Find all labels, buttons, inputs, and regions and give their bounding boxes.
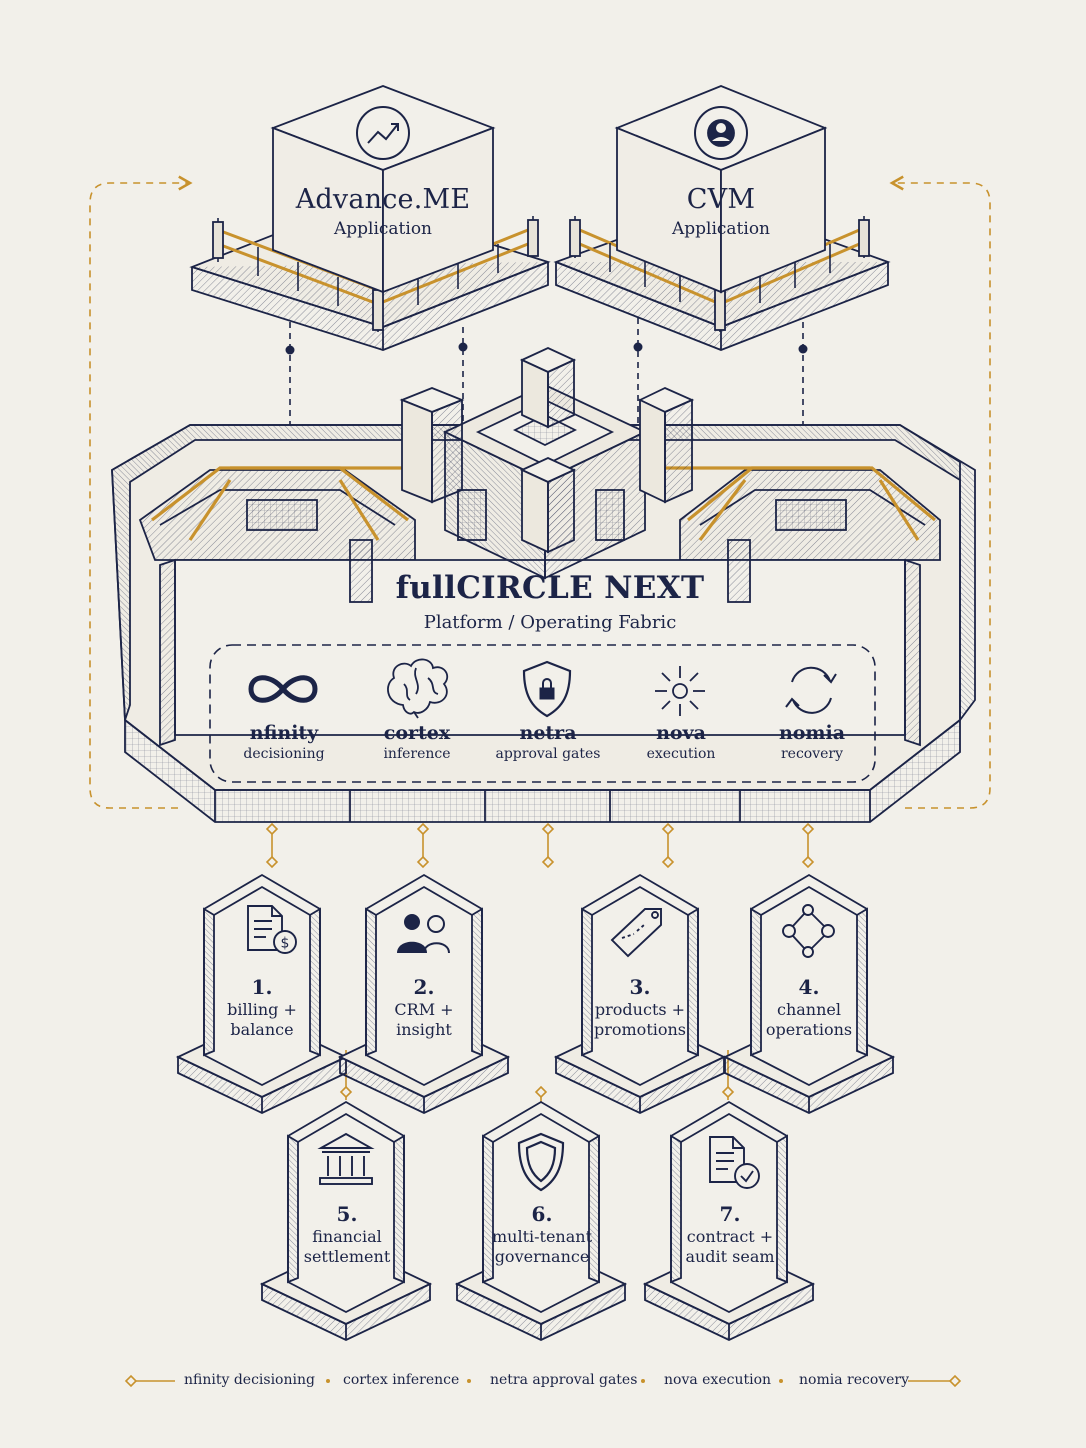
service-name-nfinity: nfinity	[249, 722, 319, 744]
module-pillar-6	[454, 1100, 628, 1341]
app-title-cvm: CVM	[686, 184, 756, 215]
invoice-dollar-icon: $	[247, 905, 297, 954]
module-label-1b: balance	[230, 1020, 294, 1039]
people-icon	[397, 914, 450, 954]
platform-subtitle: Platform / Operating Fabric	[423, 612, 677, 633]
legend-rule	[124, 1374, 962, 1388]
legend-separators	[326, 1379, 783, 1383]
platform-title: fullCIRCLE NEXT	[395, 570, 705, 606]
module-number-1: 1.	[251, 975, 273, 999]
module-label-2a: CRM +	[394, 1000, 454, 1019]
service-desc-netra: approval gates	[495, 746, 601, 762]
feedback-loop-left	[89, 175, 193, 809]
module-label-3a: products +	[594, 1000, 686, 1019]
module-pillar-7	[642, 1100, 816, 1341]
module-label-6b: governance	[494, 1247, 590, 1266]
price-tag-icon	[610, 908, 662, 958]
service-desc-nomia: recovery	[780, 746, 844, 762]
module-label-7a: contract +	[686, 1227, 774, 1246]
service-desc-nova: execution	[646, 746, 716, 762]
module-pillar-1	[175, 873, 349, 1114]
module-number-3: 3.	[629, 975, 651, 999]
module-pillars	[175, 873, 896, 1341]
module-label-6a: multi-tenant	[491, 1227, 593, 1246]
module-label-5b: settlement	[303, 1247, 391, 1266]
network-nodes-icon	[782, 904, 835, 958]
module-label-5a: financial	[312, 1227, 382, 1246]
legend-item-nova: nova execution	[664, 1372, 772, 1388]
app-subtitle-cvm: Application	[671, 219, 771, 239]
module-number-5: 5.	[336, 1202, 358, 1226]
legend-item-nomia: nomia recovery	[799, 1372, 910, 1388]
brain-icon	[387, 658, 449, 719]
module-label-7b: audit seam	[685, 1247, 775, 1266]
feedback-loop-right	[889, 175, 991, 809]
service-name-netra: netra	[519, 722, 577, 744]
service-name-nova: nova	[656, 722, 706, 744]
legend-item-netra: netra approval gates	[490, 1372, 638, 1388]
module-pillar-5	[259, 1100, 433, 1341]
app-subtitle-advance-me: Application	[333, 219, 433, 239]
bank-icon	[317, 1132, 375, 1185]
cycle-arrows-icon	[785, 666, 837, 714]
module-label-4a: channel	[777, 1000, 841, 1019]
module-pillar-3	[553, 873, 727, 1114]
svg-text:$: $	[281, 936, 290, 952]
module-number-4: 4.	[798, 975, 820, 999]
app-block-cvm	[553, 85, 891, 351]
legend-item-cortex: cortex inference	[343, 1372, 460, 1388]
service-name-nomia: nomia	[778, 722, 846, 744]
shield-icon	[517, 1132, 565, 1192]
shield-lock-icon	[522, 660, 572, 718]
service-name-cortex: cortex	[383, 722, 451, 744]
platform-fortress	[111, 347, 976, 823]
module-number-2: 2.	[413, 975, 435, 999]
service-desc-cortex: inference	[383, 746, 451, 762]
burst-icon	[655, 666, 705, 716]
app-block-advance-me	[189, 85, 551, 351]
document-check-icon	[709, 1136, 760, 1189]
service-desc-nfinity: decisioning	[243, 746, 325, 762]
module-number-7: 7.	[719, 1202, 741, 1226]
feedback-loop	[89, 175, 991, 809]
module-pillar-2	[337, 873, 511, 1114]
app-title-advance-me: Advance.ME	[295, 184, 471, 215]
module-label-4b: operations	[765, 1020, 853, 1039]
module-label-1a: billing +	[227, 1000, 297, 1019]
infinity-icon	[248, 675, 318, 703]
module-pillar-4	[722, 873, 896, 1114]
module-label-3b: promotions	[593, 1020, 687, 1039]
module-label-2b: insight	[396, 1020, 452, 1039]
legend-item-nfinity: nfinity decisioning	[184, 1372, 315, 1388]
module-number-6: 6.	[531, 1202, 553, 1226]
